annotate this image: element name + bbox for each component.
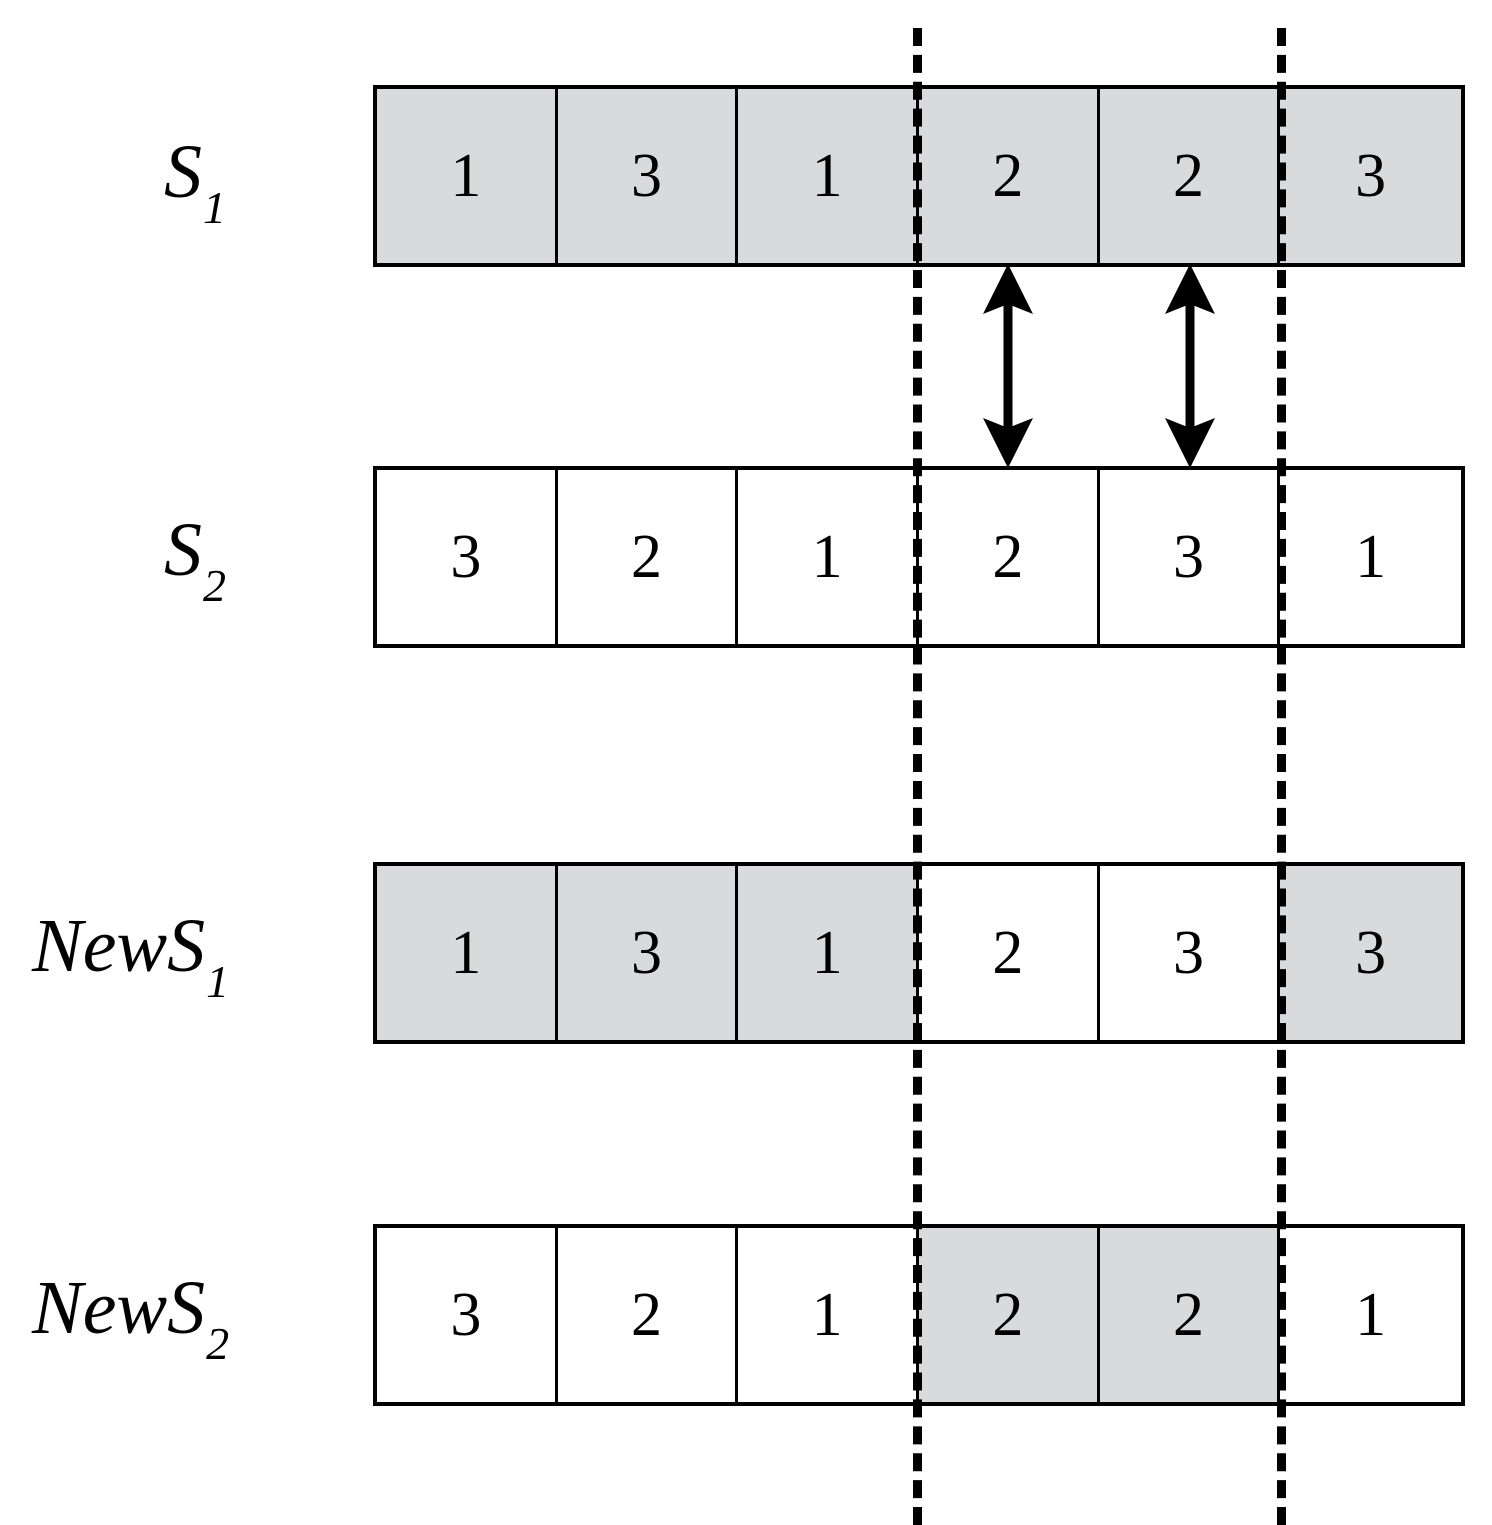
cell-s1-4[interactable]: 2 (919, 89, 1100, 263)
cell-s1-2[interactable]: 3 (557, 89, 739, 263)
row-label-s2: S2 (164, 512, 226, 609)
row-label-news2: NewS2 (32, 1270, 229, 1367)
cell-news1-3[interactable]: 1 (738, 866, 920, 1040)
cell-s2-5[interactable]: 3 (1099, 470, 1281, 644)
cell-s2-4[interactable]: 2 (919, 470, 1100, 644)
row-label-news2-main: NewS (32, 1266, 206, 1350)
row-label-s2-main: S (164, 508, 202, 592)
row-label-news2-subscript: 2 (206, 1318, 230, 1370)
cell-news2-2[interactable]: 2 (557, 1228, 739, 1402)
cell-s1-3[interactable]: 1 (738, 89, 920, 263)
row-label-s1: S1 (164, 134, 226, 231)
cell-news1-5[interactable]: 3 (1099, 866, 1281, 1040)
cell-news2-5[interactable]: 2 (1099, 1228, 1281, 1402)
row-label-news1-subscript: 1 (206, 956, 230, 1008)
cell-s1-1[interactable]: 1 (377, 89, 558, 263)
cell-s1-6[interactable]: 3 (1280, 89, 1461, 263)
row-label-s2-subscript: 2 (203, 560, 226, 612)
cell-news2-6[interactable]: 1 (1280, 1228, 1461, 1402)
cell-news2-4[interactable]: 2 (919, 1228, 1100, 1402)
cell-s2-1[interactable]: 3 (377, 470, 558, 644)
cell-news1-1[interactable]: 1 (377, 866, 558, 1040)
row-label-news1-main: NewS (32, 904, 206, 988)
cell-news1-4[interactable]: 2 (919, 866, 1100, 1040)
cell-s2-6[interactable]: 1 (1280, 470, 1461, 644)
cell-news2-1[interactable]: 3 (377, 1228, 558, 1402)
swap-arrow-cell-5-icon (1165, 264, 1215, 468)
row-label-news1: NewS1 (32, 908, 229, 1005)
cell-s2-3[interactable]: 1 (738, 470, 920, 644)
swap-arrow-cell-4-icon (983, 264, 1033, 468)
cell-news2-3[interactable]: 1 (738, 1228, 920, 1402)
cell-news1-2[interactable]: 3 (557, 866, 739, 1040)
crossover-dashed-line-left (913, 28, 922, 1525)
cell-news1-6[interactable]: 3 (1280, 866, 1461, 1040)
cell-s2-2[interactable]: 2 (557, 470, 739, 644)
row-label-s1-subscript: 1 (203, 182, 226, 234)
cell-s1-5[interactable]: 2 (1099, 89, 1281, 263)
row-label-s1-main: S (164, 130, 202, 214)
crossover-dashed-line-right (1277, 28, 1286, 1525)
